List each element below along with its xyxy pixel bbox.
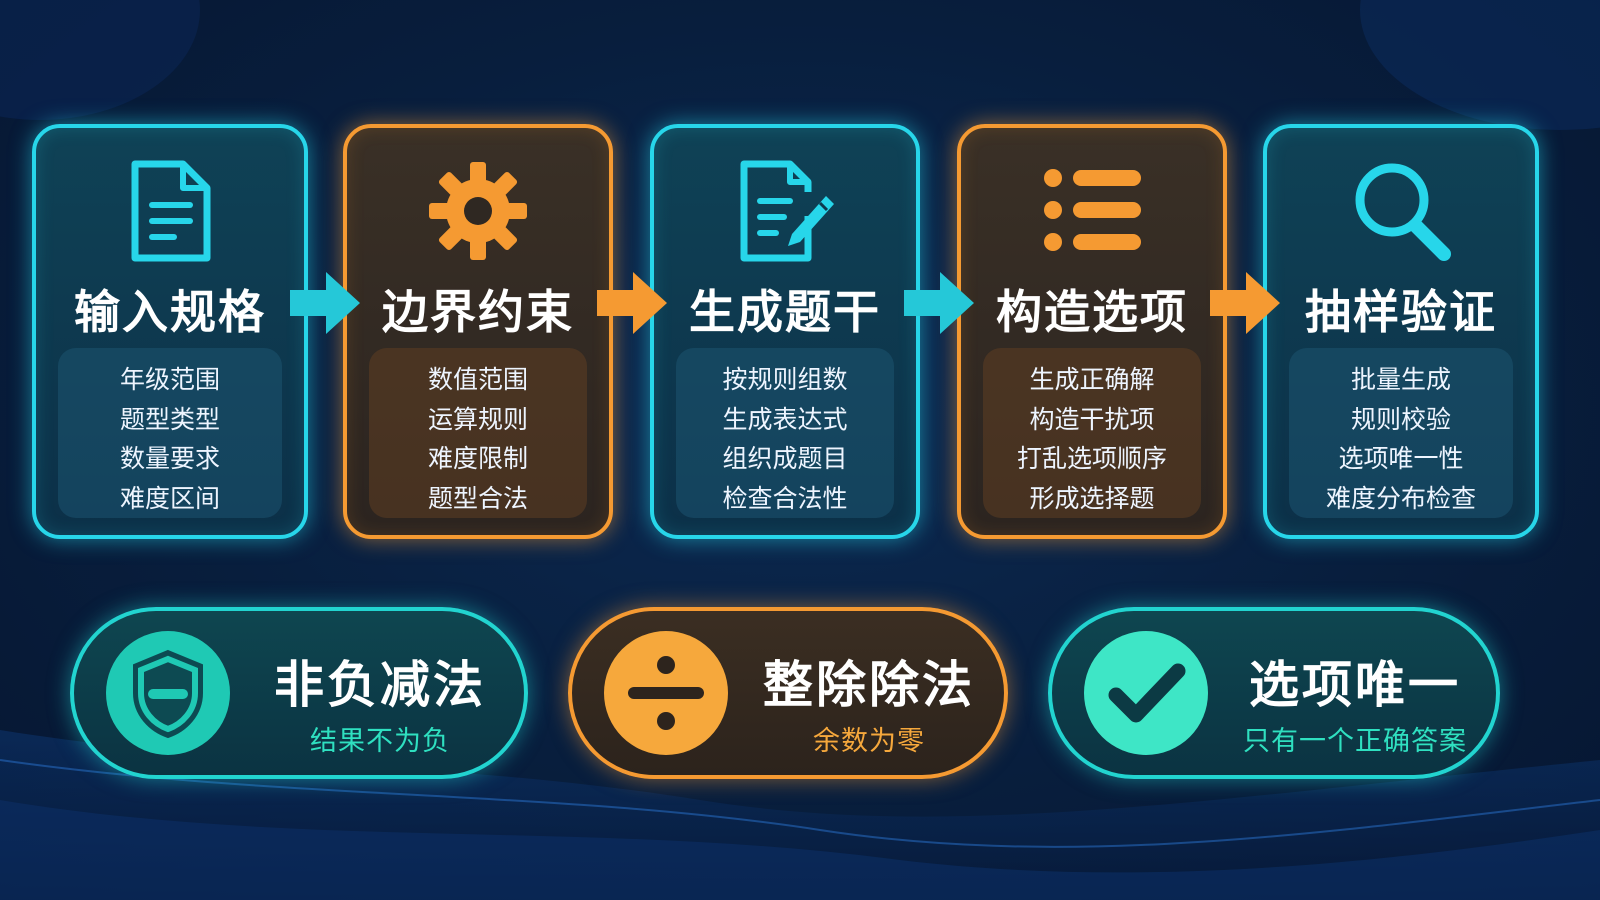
step-item: 难度分布检查	[1325, 483, 1476, 513]
rule-pill-nonnegative-subtraction: 非负减法 结果不为负	[70, 607, 528, 779]
step-item: 运算规则	[427, 404, 528, 434]
rule-pill-exact-division: 整除除法 余数为零	[568, 607, 1008, 779]
step-item: 构造干扰项	[1029, 404, 1155, 434]
flow-arrow-icon	[1210, 272, 1280, 334]
flow-arrow-icon	[290, 272, 360, 334]
step-item: 数值范围	[427, 365, 528, 394]
rule-pill-unique-option: 选项唯一 只有一个正确答案	[1048, 607, 1500, 779]
flow-arrow-icon	[597, 272, 667, 334]
list-icon	[1044, 169, 1141, 251]
step-item: 打乱选项顺序	[1016, 444, 1167, 473]
step-items: 批量生成 规则校验 选项唯一性 难度分布检查	[1289, 348, 1513, 518]
step-item: 检查合法性	[722, 483, 848, 513]
step-item: 组织成题目	[722, 444, 848, 473]
step-item: 题型合法	[427, 483, 528, 513]
step-title: 输入规格	[74, 285, 266, 339]
rule-title: 整除除法	[763, 656, 975, 714]
rule-title: 非负减法	[274, 656, 486, 714]
step-item: 选项唯一性	[1338, 444, 1464, 473]
step-item: 生成表达式	[722, 404, 848, 434]
step-item: 题型类型	[119, 404, 220, 434]
step-item: 年级范围	[119, 365, 220, 394]
document-edit-icon	[740, 160, 834, 262]
step-card-sample-verification: 抽样验证 批量生成 规则校验 选项唯一性 难度分布检查	[1263, 124, 1539, 539]
step-card-generate-stem: 生成题干 按规则组数 生成表达式 组织成题目 检查合法性	[650, 124, 920, 539]
step-item: 形成选择题	[1029, 483, 1155, 513]
rule-subtitle: 只有一个正确答案	[1243, 726, 1467, 757]
step-items: 数值范围 运算规则 难度限制 题型合法	[369, 348, 587, 518]
step-title: 抽样验证	[1305, 285, 1497, 339]
rule-subtitle: 结果不为负	[310, 726, 450, 757]
divide-icon	[604, 631, 728, 755]
step-item: 批量生成	[1350, 365, 1451, 394]
step-card-construct-options: 构造选项 生成正确解 构造干扰项 打乱选项顺序 形成选择题	[957, 124, 1227, 539]
magnifier-icon	[1355, 163, 1451, 261]
document-icon	[131, 160, 211, 262]
step-title: 构造选项	[996, 285, 1188, 339]
step-item: 生成正确解	[1029, 365, 1155, 394]
shield-minus-icon	[106, 631, 230, 755]
step-item: 数量要求	[119, 444, 220, 473]
rule-title: 选项唯一	[1249, 656, 1461, 714]
gear-icon	[429, 162, 527, 260]
step-items: 年级范围 题型类型 数量要求 难度区间	[58, 348, 282, 518]
step-item: 难度区间	[119, 483, 220, 513]
step-items: 生成正确解 构造干扰项 打乱选项顺序 形成选择题	[983, 348, 1201, 518]
step-item: 难度限制	[427, 444, 528, 473]
step-title: 生成题干	[689, 285, 881, 339]
step-items: 按规则组数 生成表达式 组织成题目 检查合法性	[676, 348, 894, 518]
rule-subtitle: 余数为零	[813, 726, 925, 757]
step-item: 规则校验	[1350, 404, 1451, 434]
step-card-input-spec: 输入规格 年级范围 题型类型 数量要求 难度区间	[32, 124, 308, 539]
step-title: 边界约束	[382, 285, 574, 339]
step-card-boundary-constraints: 边界约束 数值范围 运算规则 难度限制 题型合法	[343, 124, 613, 539]
checkmark-icon	[1084, 631, 1208, 755]
flow-arrow-icon	[904, 272, 974, 334]
step-item: 按规则组数	[722, 365, 848, 394]
